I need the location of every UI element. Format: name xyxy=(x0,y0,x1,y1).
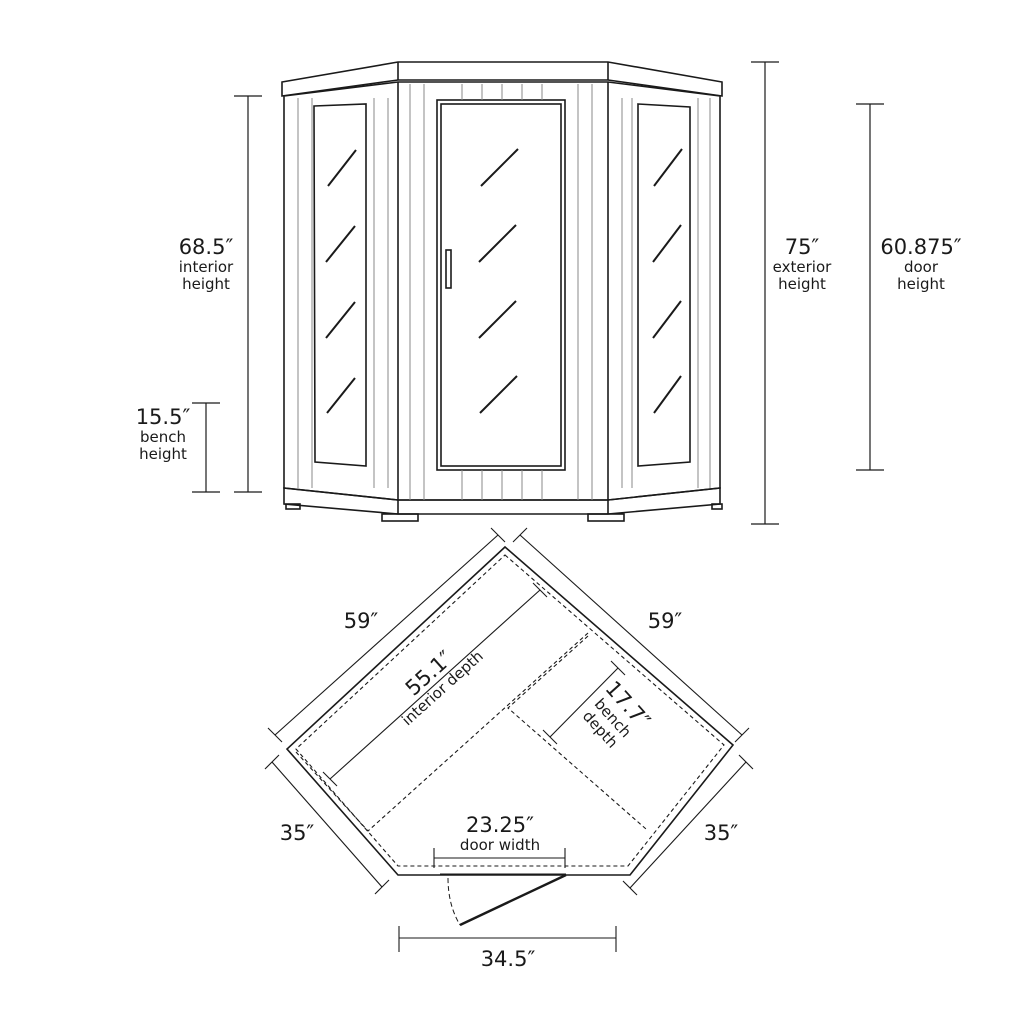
right-side-length: 59″ xyxy=(647,609,683,633)
exterior-height-value: 75″ xyxy=(784,235,820,259)
front-view-sauna xyxy=(281,61,723,522)
interior-height-value: 68.5″ xyxy=(178,235,234,259)
exterior-height-label: 75″ exterior height xyxy=(768,235,836,292)
top-view-floorplan xyxy=(285,545,735,927)
left-side-length: 59″ xyxy=(343,609,379,633)
left-angled-length: 35″ xyxy=(279,821,315,845)
door-height-label: 60.875″ door height xyxy=(866,235,976,292)
floor-dimension-lines xyxy=(264,527,754,952)
wall-slats xyxy=(297,84,711,500)
door-height-value: 60.875″ xyxy=(880,235,962,259)
interior-height-label: 68.5″ interior height xyxy=(170,235,242,292)
right-angled-length: 35″ xyxy=(703,821,739,845)
bench-height-label: 15.5″ bench height xyxy=(128,405,198,462)
bench-height-value: 15.5″ xyxy=(135,405,191,429)
height-dimension-lines xyxy=(192,61,884,525)
front-width-length: 34.5″ xyxy=(480,947,536,971)
door-width-value: 23.25″ xyxy=(466,813,534,837)
door-width-label: 23.25″ door width xyxy=(438,813,562,854)
